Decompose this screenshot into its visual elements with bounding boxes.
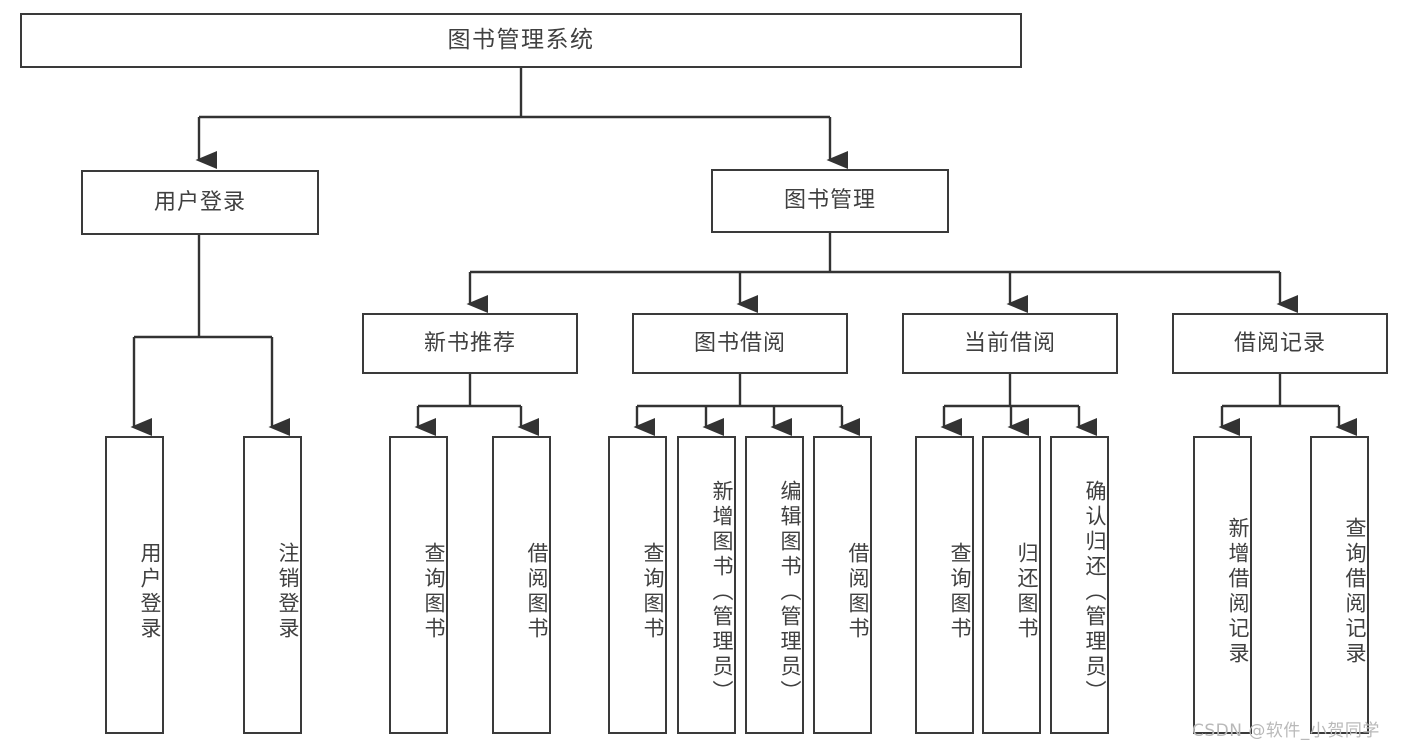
leaf-borrow-add-book-admin[interactable]: 新增图书（管理员）	[677, 436, 736, 734]
node-label: 归还图书	[1015, 542, 1039, 642]
node-label: 注销登录	[276, 542, 300, 642]
node-label: 确认归还（管理员）	[1083, 479, 1107, 705]
node-label: 新书推荐	[423, 330, 516, 356]
csdn-watermark: CSDN @软件_小贺同学	[1192, 721, 1380, 741]
node-label: 查询图书	[948, 542, 972, 642]
node-label: 新增借阅记录	[1226, 517, 1250, 667]
leaf-user-login-logout[interactable]: 注销登录	[243, 436, 302, 734]
node-label: 编辑图书（管理员）	[778, 479, 802, 705]
node-new-book-recommend[interactable]: 新书推荐	[362, 313, 578, 374]
node-root-book-management-system[interactable]: 图书管理系统	[20, 13, 1022, 68]
node-book-management[interactable]: 图书管理	[711, 169, 949, 233]
leaf-record-add-borrow-record[interactable]: 新增借阅记录	[1193, 436, 1252, 734]
leaf-borrow-edit-book-admin[interactable]: 编辑图书（管理员）	[745, 436, 804, 734]
node-label: 新增图书（管理员）	[710, 479, 734, 705]
leaf-record-query-borrow-record[interactable]: 查询借阅记录	[1310, 436, 1369, 734]
leaf-borrow-query-book[interactable]: 查询图书	[608, 436, 667, 734]
leaf-user-login-login[interactable]: 用户登录	[105, 436, 164, 734]
node-book-borrow[interactable]: 图书借阅	[632, 313, 848, 374]
node-label: 图书管理系统	[447, 26, 595, 53]
node-user-login[interactable]: 用户登录	[81, 170, 319, 235]
node-label: 借阅图书	[846, 542, 870, 642]
leaf-new-book-borrow[interactable]: 借阅图书	[492, 436, 551, 734]
node-label: 查询图书	[422, 542, 446, 642]
node-label: 用户登录	[138, 542, 162, 642]
leaf-current-confirm-return-admin[interactable]: 确认归还（管理员）	[1050, 436, 1109, 734]
node-label: 图书借阅	[693, 330, 786, 356]
node-label: 借阅图书	[525, 542, 549, 642]
node-label: 查询借阅记录	[1343, 517, 1367, 667]
node-label: 用户登录	[153, 189, 246, 215]
node-current-borrow[interactable]: 当前借阅	[902, 313, 1118, 374]
node-label: 当前借阅	[963, 330, 1056, 356]
leaf-current-return-book[interactable]: 归还图书	[982, 436, 1041, 734]
leaf-current-query-book[interactable]: 查询图书	[915, 436, 974, 734]
leaf-borrow-borrow-book[interactable]: 借阅图书	[813, 436, 872, 734]
node-borrow-record[interactable]: 借阅记录	[1172, 313, 1388, 374]
node-label: 借阅记录	[1233, 330, 1326, 356]
node-label: 查询图书	[641, 542, 665, 642]
leaf-new-book-query[interactable]: 查询图书	[389, 436, 448, 734]
node-label: 图书管理	[783, 188, 876, 214]
